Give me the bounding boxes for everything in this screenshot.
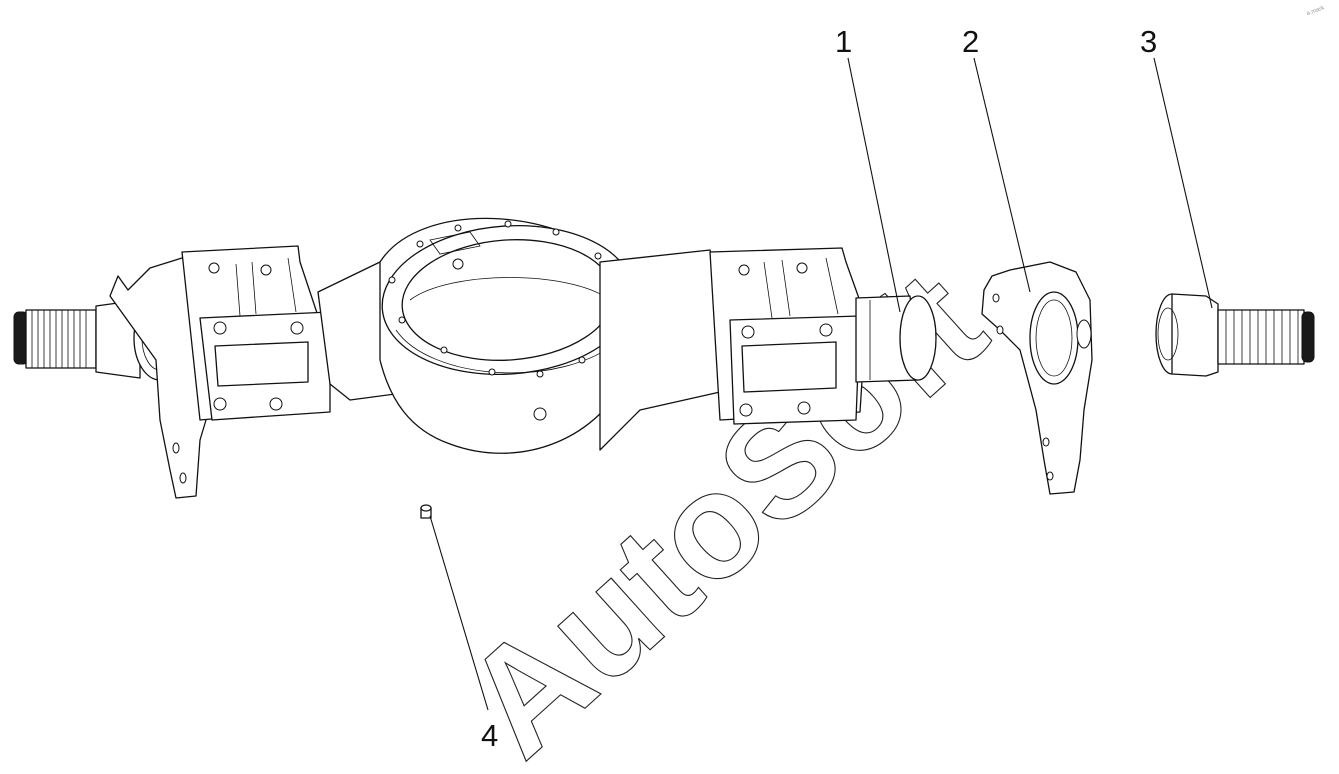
leader-line-4 [429,515,489,711]
corner-mark: a.mark [1306,5,1326,17]
leader-line-3 [1153,57,1213,309]
leader-line-2 [973,57,1031,293]
callout-1: 1 [835,24,852,59]
axle-housing [13,217,937,499]
right-spring-seat [709,247,867,425]
callout-4: 4 [481,718,498,753]
callout-labels: 1 2 3 4 [481,24,1157,753]
leader-lines [429,57,1213,711]
callout-3: 3 [1140,24,1157,59]
drain-plug [420,504,432,519]
right-spline-shaft [1155,293,1315,377]
right-hub-stub [855,295,937,383]
callout-2: 2 [962,24,979,59]
left-spring-seat [181,245,331,421]
differential-housing [379,217,665,454]
brake-flange-plate [981,261,1093,495]
leader-line-1 [847,57,901,313]
